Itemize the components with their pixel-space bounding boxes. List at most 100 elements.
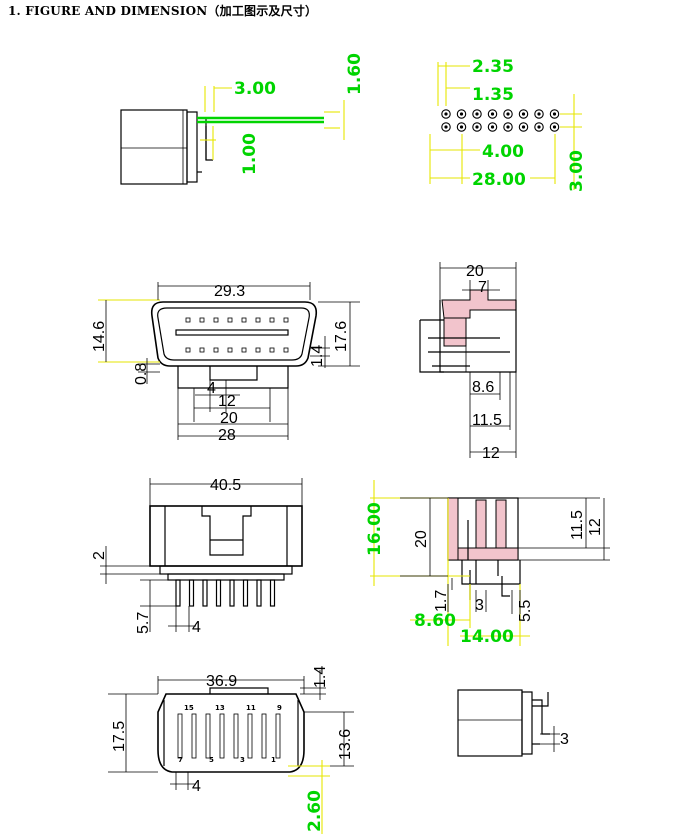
pin-hole <box>487 109 498 119</box>
pin-leg <box>256 579 262 607</box>
contact-slot <box>233 713 239 759</box>
contact-square <box>213 317 219 323</box>
contact-square <box>185 317 191 323</box>
pin-hole-grid <box>441 109 560 132</box>
rear-body-outline <box>157 693 305 773</box>
pin-leg <box>202 579 208 607</box>
contact-square <box>227 317 233 323</box>
pin-hole <box>472 122 482 132</box>
contact-square <box>241 347 247 353</box>
pin-hole <box>456 122 467 132</box>
pin-hole <box>549 109 560 119</box>
dim-8-6: 8.6 <box>472 379 494 396</box>
dim-5-5: 5.5 <box>517 600 534 622</box>
pin-number-label: 3 <box>240 756 245 764</box>
contact-square <box>269 347 275 353</box>
view-side-section-upper: 20 7 8.6 11.5 12 <box>419 262 517 462</box>
contact-square <box>199 317 205 323</box>
view-side-section-lower: 16.00 20 11.5 12 1.7 3 5.5 8.60 14.00 <box>365 480 610 647</box>
dim-4-pitch: 4 <box>207 380 216 397</box>
dim-17-5: 17.5 <box>111 721 128 752</box>
pin-number-label: 15 <box>184 704 194 712</box>
dim-14-00: 14.00 <box>460 627 514 647</box>
dim-1-00: 1.00 <box>240 133 260 175</box>
pin-hole <box>487 122 498 132</box>
dim-1-60: 1.60 <box>345 53 365 95</box>
dim-20: 20 <box>220 410 238 427</box>
pin-hole <box>518 122 529 132</box>
pin-number-label: 5 <box>209 756 214 764</box>
pin-number-label: 9 <box>277 704 282 712</box>
dim-5-7: 5.7 <box>135 612 152 634</box>
contact-square <box>255 347 261 353</box>
dim-0-8: 0.8 <box>133 363 150 385</box>
dim-13-6: 13.6 <box>337 729 354 760</box>
dim-4-top: 4 <box>192 619 201 636</box>
dim-12-height: 12 <box>587 518 604 536</box>
dim-2: 2 <box>91 551 108 560</box>
dim-11-5: 11.5 <box>472 412 502 429</box>
contact-slot <box>191 713 197 759</box>
dim-40-5: 40.5 <box>210 477 241 494</box>
pin-hole <box>456 109 467 119</box>
pin-leg <box>188 579 195 607</box>
contact-square <box>199 347 205 353</box>
pin-hole <box>503 122 513 132</box>
dim-3-small: 3 <box>560 731 569 748</box>
dim-28-00: 28.00 <box>472 170 526 190</box>
contact-slot <box>275 713 281 759</box>
dim-3-00-vertical: 3.00 <box>567 150 587 192</box>
pin-hole <box>472 109 482 119</box>
pin-leg <box>242 579 249 607</box>
dim-2-35: 2.35 <box>472 57 514 77</box>
dim-1-4-rear: 1.4 <box>312 666 329 688</box>
dim-3-lower: 3 <box>475 597 484 614</box>
pin-leg <box>175 579 181 607</box>
contact-square <box>185 347 191 353</box>
dim-16-00: 16.00 <box>365 502 385 556</box>
contact-slot <box>261 713 267 759</box>
dim-1-35: 1.35 <box>472 85 514 105</box>
pin-hole <box>549 122 560 132</box>
contact-square <box>227 347 233 353</box>
contact-slot <box>247 713 253 759</box>
housing-side-body <box>120 109 188 185</box>
contact-square <box>255 317 261 323</box>
top-body-outline <box>149 505 303 567</box>
contact-slot <box>177 713 183 759</box>
pin-leg <box>229 579 235 607</box>
dim-29-3: 29.3 <box>214 283 245 300</box>
pin-number-label: 11 <box>246 704 256 712</box>
dim-20-depth: 20 <box>466 263 484 280</box>
dim-36-9: 36.9 <box>206 673 237 690</box>
pin-number-label: 1 <box>271 756 276 764</box>
pin-leg <box>215 579 222 607</box>
contact-square <box>269 317 275 323</box>
contact-square <box>283 317 289 323</box>
contact-square <box>241 317 247 323</box>
section-heading: 1. FIGURE AND DIMENSION（加工图示及尺寸） <box>8 4 318 18</box>
pin-hole <box>534 109 544 119</box>
view-side-pin: 3.00 1.60 1.00 <box>120 53 365 185</box>
pin-hole <box>534 122 544 132</box>
pin-hole <box>441 122 451 132</box>
pin-hole <box>441 109 451 119</box>
contact-square <box>213 347 219 353</box>
dim-12: 12 <box>218 393 236 410</box>
dim-17-6: 17.6 <box>333 321 350 352</box>
dim-11-5-height: 11.5 <box>569 510 586 540</box>
dim-4-00: 4.00 <box>482 142 524 162</box>
pin-hole <box>518 109 529 119</box>
contact-square <box>283 347 289 353</box>
front-face-outline <box>150 301 318 367</box>
dim-2-60: 2.60 <box>305 790 325 832</box>
pin-number-label: 13 <box>215 704 225 712</box>
dim-14-6: 14.6 <box>91 321 108 352</box>
view-front-face: 29.3 14.6 17.6 1.4 0.8 4 12 20 28 <box>91 282 360 444</box>
dim-7: 7 <box>478 279 487 296</box>
dim-28: 28 <box>218 427 236 444</box>
dim-20-height: 20 <box>413 530 430 548</box>
view-pin-pattern: 2.35 1.35 4.00 28.00 3.00 <box>429 57 587 192</box>
view-side-small: 3 <box>457 689 569 757</box>
